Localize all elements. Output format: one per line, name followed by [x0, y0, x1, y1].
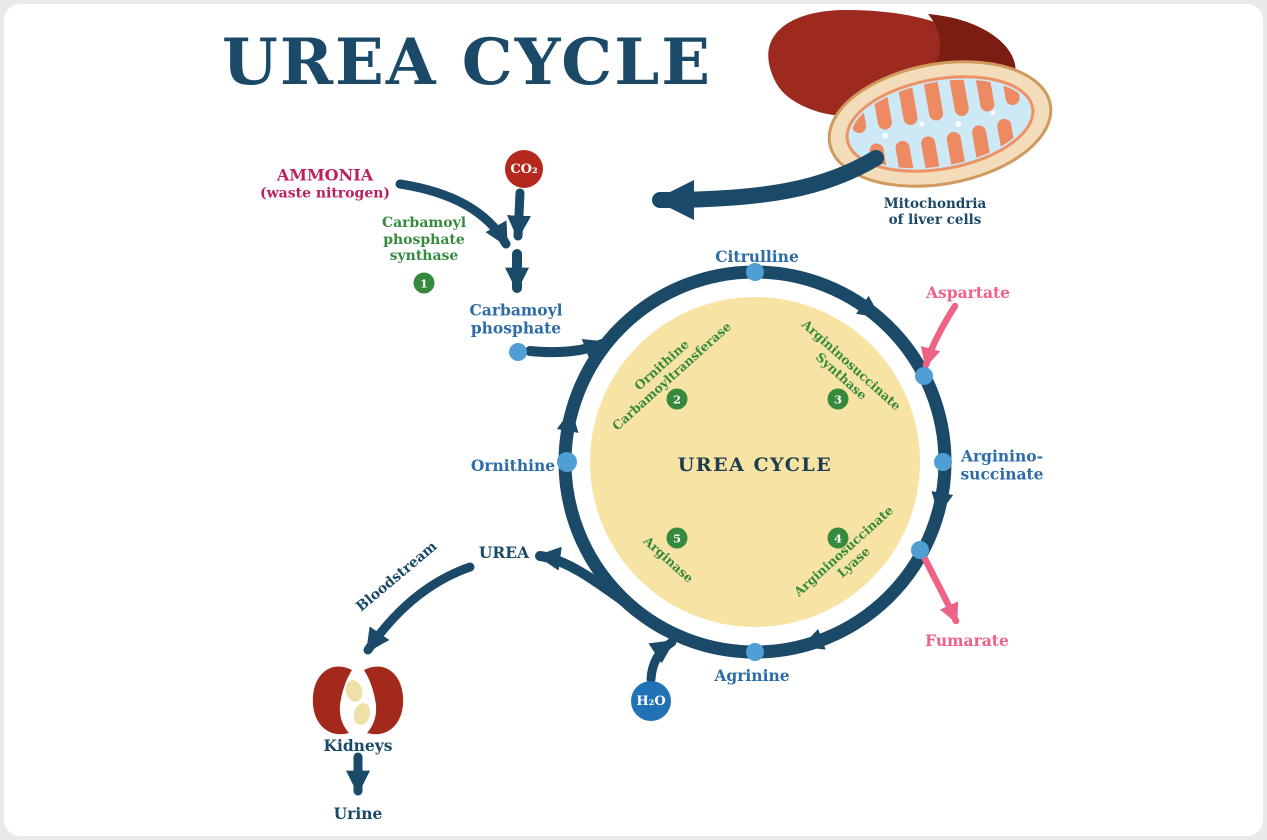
enzyme-1-line1: Carbamoyl [381, 215, 467, 232]
carbamoyl-phosphate-line1: Carbamoyl [469, 300, 563, 320]
ammonia-label-line1: AMMONIA [276, 165, 374, 185]
h2o-molecule-badge: H₂O [631, 681, 671, 721]
mitochondria-matrix-dots [882, 110, 996, 139]
aspartate-label: Aspartate [925, 282, 1011, 302]
aspartate-arrow [920, 302, 959, 369]
carbamoyl-phosphate-label: Carbamoyl phosphate [469, 300, 563, 339]
argininosuccinate-label: Arginino- succinate [960, 446, 1044, 485]
fumarate-label: Fumarate [925, 630, 1009, 650]
urea-label: UREA [478, 542, 530, 562]
carbamoyl-phosphate-node [509, 343, 527, 361]
cycle-center-title: UREA CYCLE [677, 453, 833, 476]
argininosuccinate-line2: succinate [960, 465, 1044, 484]
mitochondria-illustration [827, 60, 1053, 188]
fumarate-arrow [918, 549, 960, 625]
urine-label: Urine [333, 803, 383, 823]
ornithine-label: Ornithine [470, 455, 556, 475]
citrulline-label: Citrulline [715, 246, 799, 266]
ornithine-node [557, 452, 577, 472]
mitochondria-caption-line2: of liver cells [888, 212, 982, 228]
carbamoyl-phosphate-line2: phosphate [470, 319, 562, 338]
mitochondria-caption: Mitochondria of liver cells [883, 196, 987, 229]
arginine-label: Agrinine [714, 665, 790, 685]
enzyme-1-number-badge: 1 [413, 272, 435, 294]
arginine-node [746, 643, 764, 661]
enzyme-4-number-badge: 4 [827, 527, 849, 549]
enzyme-1-label: Carbamoyl phosphate synthase [382, 215, 466, 265]
kidneys-illustration [312, 666, 404, 735]
ammonia-arrow [395, 179, 511, 249]
bloodstream-arrow [363, 562, 475, 655]
carbamoyl-to-cycle-arrow [525, 338, 610, 362]
co2-molecule-badge: CO₂ [505, 150, 543, 188]
page-title: UREA CYCLE [222, 25, 712, 101]
mitochondria-caption-line1: Mitochondria [883, 196, 987, 213]
co2-arrow [506, 188, 531, 241]
enzyme-1-line3: synthase [389, 248, 459, 265]
argininosuccinate-line1: Arginino- [960, 446, 1044, 466]
metabolite-nodes [509, 263, 952, 661]
enzyme-5-number-badge: 5 [666, 527, 688, 549]
kidneys-label: Kidneys [323, 735, 393, 755]
urea-exit-arrow [535, 546, 645, 618]
mitochondria-pointer-arrow [652, 150, 884, 220]
cycle-direction-arrowheads [556, 295, 954, 650]
argininosuccinate-node [934, 453, 952, 471]
enzyme-3-number-badge: 3 [827, 388, 849, 410]
fumarate-junction-node [911, 541, 929, 559]
citrulline-node [746, 263, 764, 281]
enzyme-2-number-badge: 2 [666, 388, 688, 410]
aspartate-junction-node [915, 367, 933, 385]
ammonia-label-line2: (waste nitrogen) [259, 185, 391, 202]
enzyme-1-line2: phosphate [383, 231, 465, 248]
ammonia-label: AMMONIA (waste nitrogen) [259, 165, 391, 202]
h2o-arrow [646, 637, 677, 684]
